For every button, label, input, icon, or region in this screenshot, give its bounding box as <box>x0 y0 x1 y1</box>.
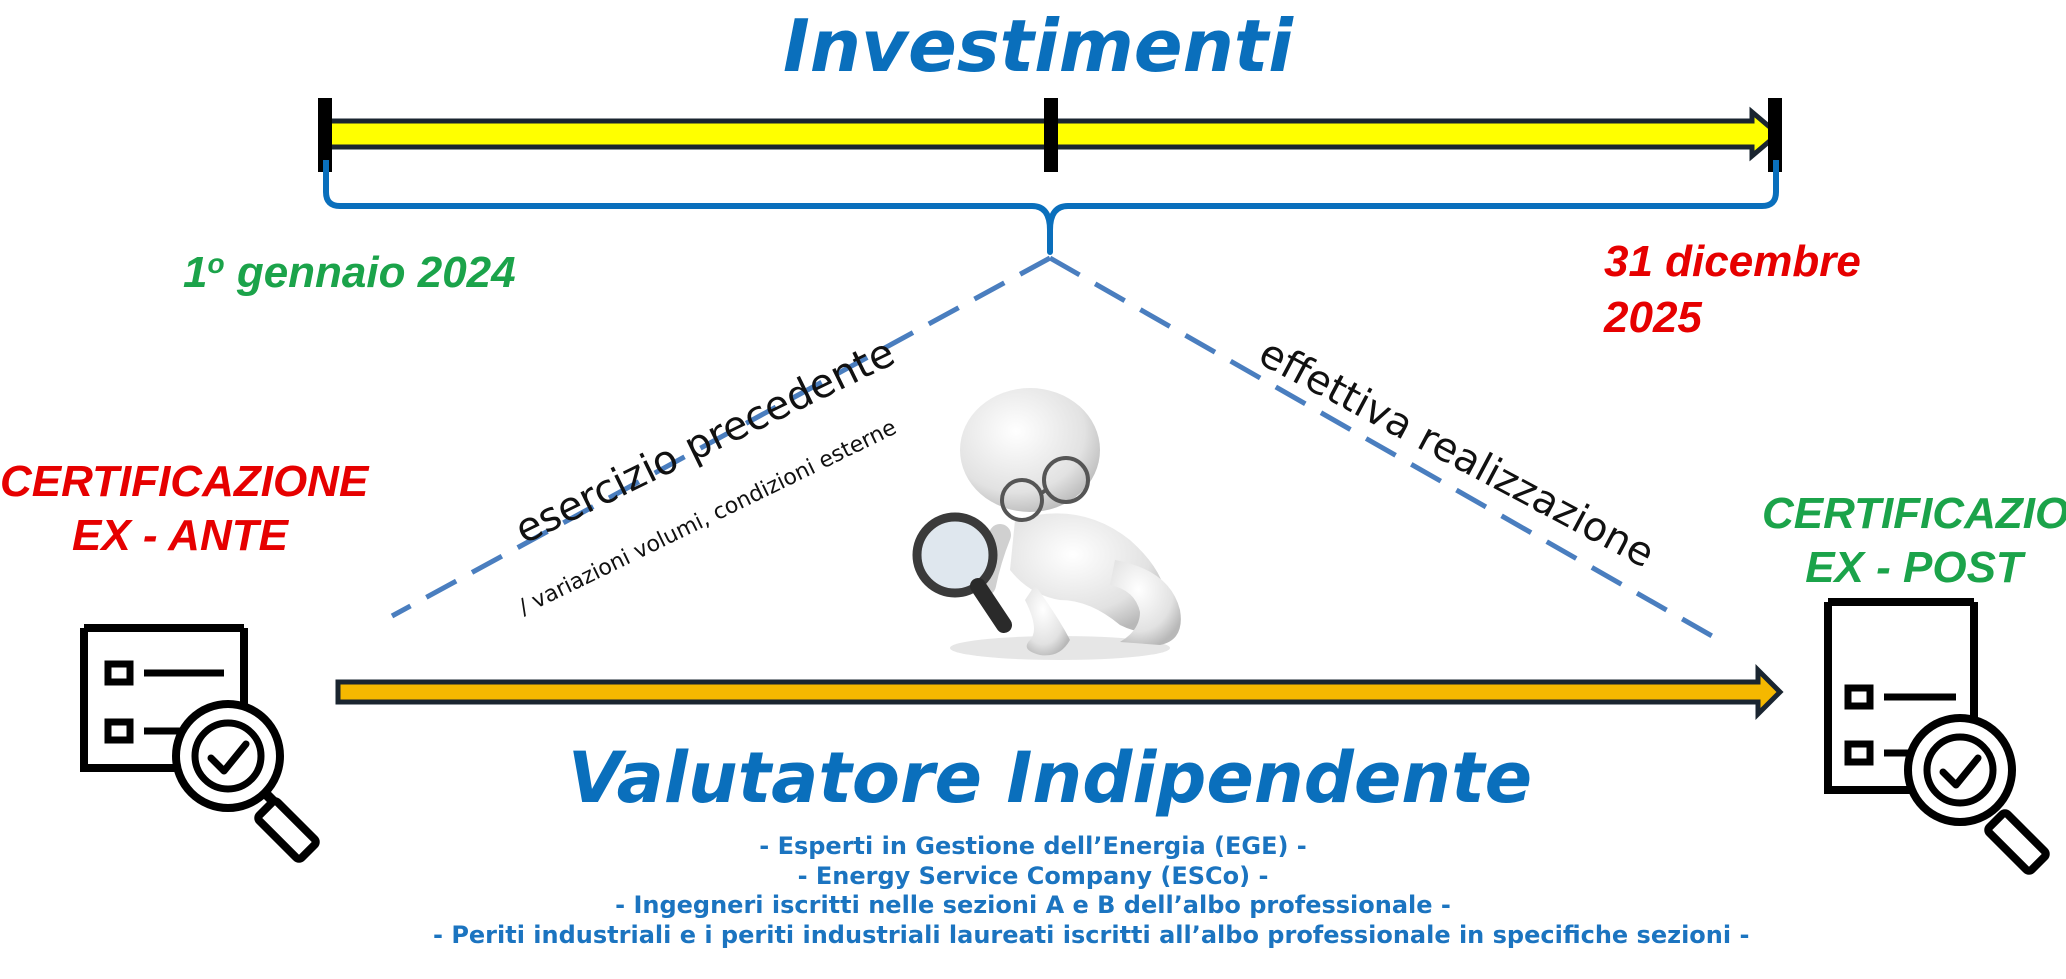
start-date-day: 1 <box>183 248 208 297</box>
timeline-tick-end <box>1768 98 1782 172</box>
checklist-magnifier-icon <box>80 624 320 863</box>
qualified-evaluators-list: - Esperti in Gestione dell’Energia (EGE)… <box>433 832 1750 950</box>
timeline-brace <box>323 160 1779 255</box>
ex-ante-certification-label: CERTIFICAZIONE EX - ANTE <box>0 457 369 560</box>
investimenti-title: Investimenti <box>783 4 1293 88</box>
evaluator-item: - Ingegneri iscritti nelle sezioni A e B… <box>615 891 1451 919</box>
timeline-tick-middle <box>1044 98 1058 172</box>
valutatore-title: Valutatore Indipendente <box>567 737 1533 819</box>
left-dashed-line <box>390 255 1052 619</box>
inspector-figure-icon <box>912 388 1181 660</box>
process-arrow <box>335 663 1784 721</box>
start-date-label: 1o gennaio 2024 <box>183 236 516 301</box>
start-date-ordinal-suffix: o <box>207 248 225 279</box>
evaluator-item: - Periti industriali e i periti industri… <box>433 920 1750 949</box>
ex-post-certification-label: CERTIFICAZIONE EX - POST <box>1762 489 2066 592</box>
start-date-rest: gennaio 2024 <box>224 248 516 297</box>
evaluator-item: - Energy Service Company (ESCo) - <box>797 861 1269 890</box>
investment-timeline <box>318 98 1782 255</box>
checklist-magnifier-icon <box>1824 598 2050 875</box>
right-dashed-line <box>1048 255 1714 639</box>
evaluator-item: - Esperti in Gestione dell’Energia (EGE)… <box>759 832 1307 860</box>
end-date-label: 31 dicembre 2025 <box>1604 237 1861 342</box>
timeline-tick-start <box>318 98 332 172</box>
